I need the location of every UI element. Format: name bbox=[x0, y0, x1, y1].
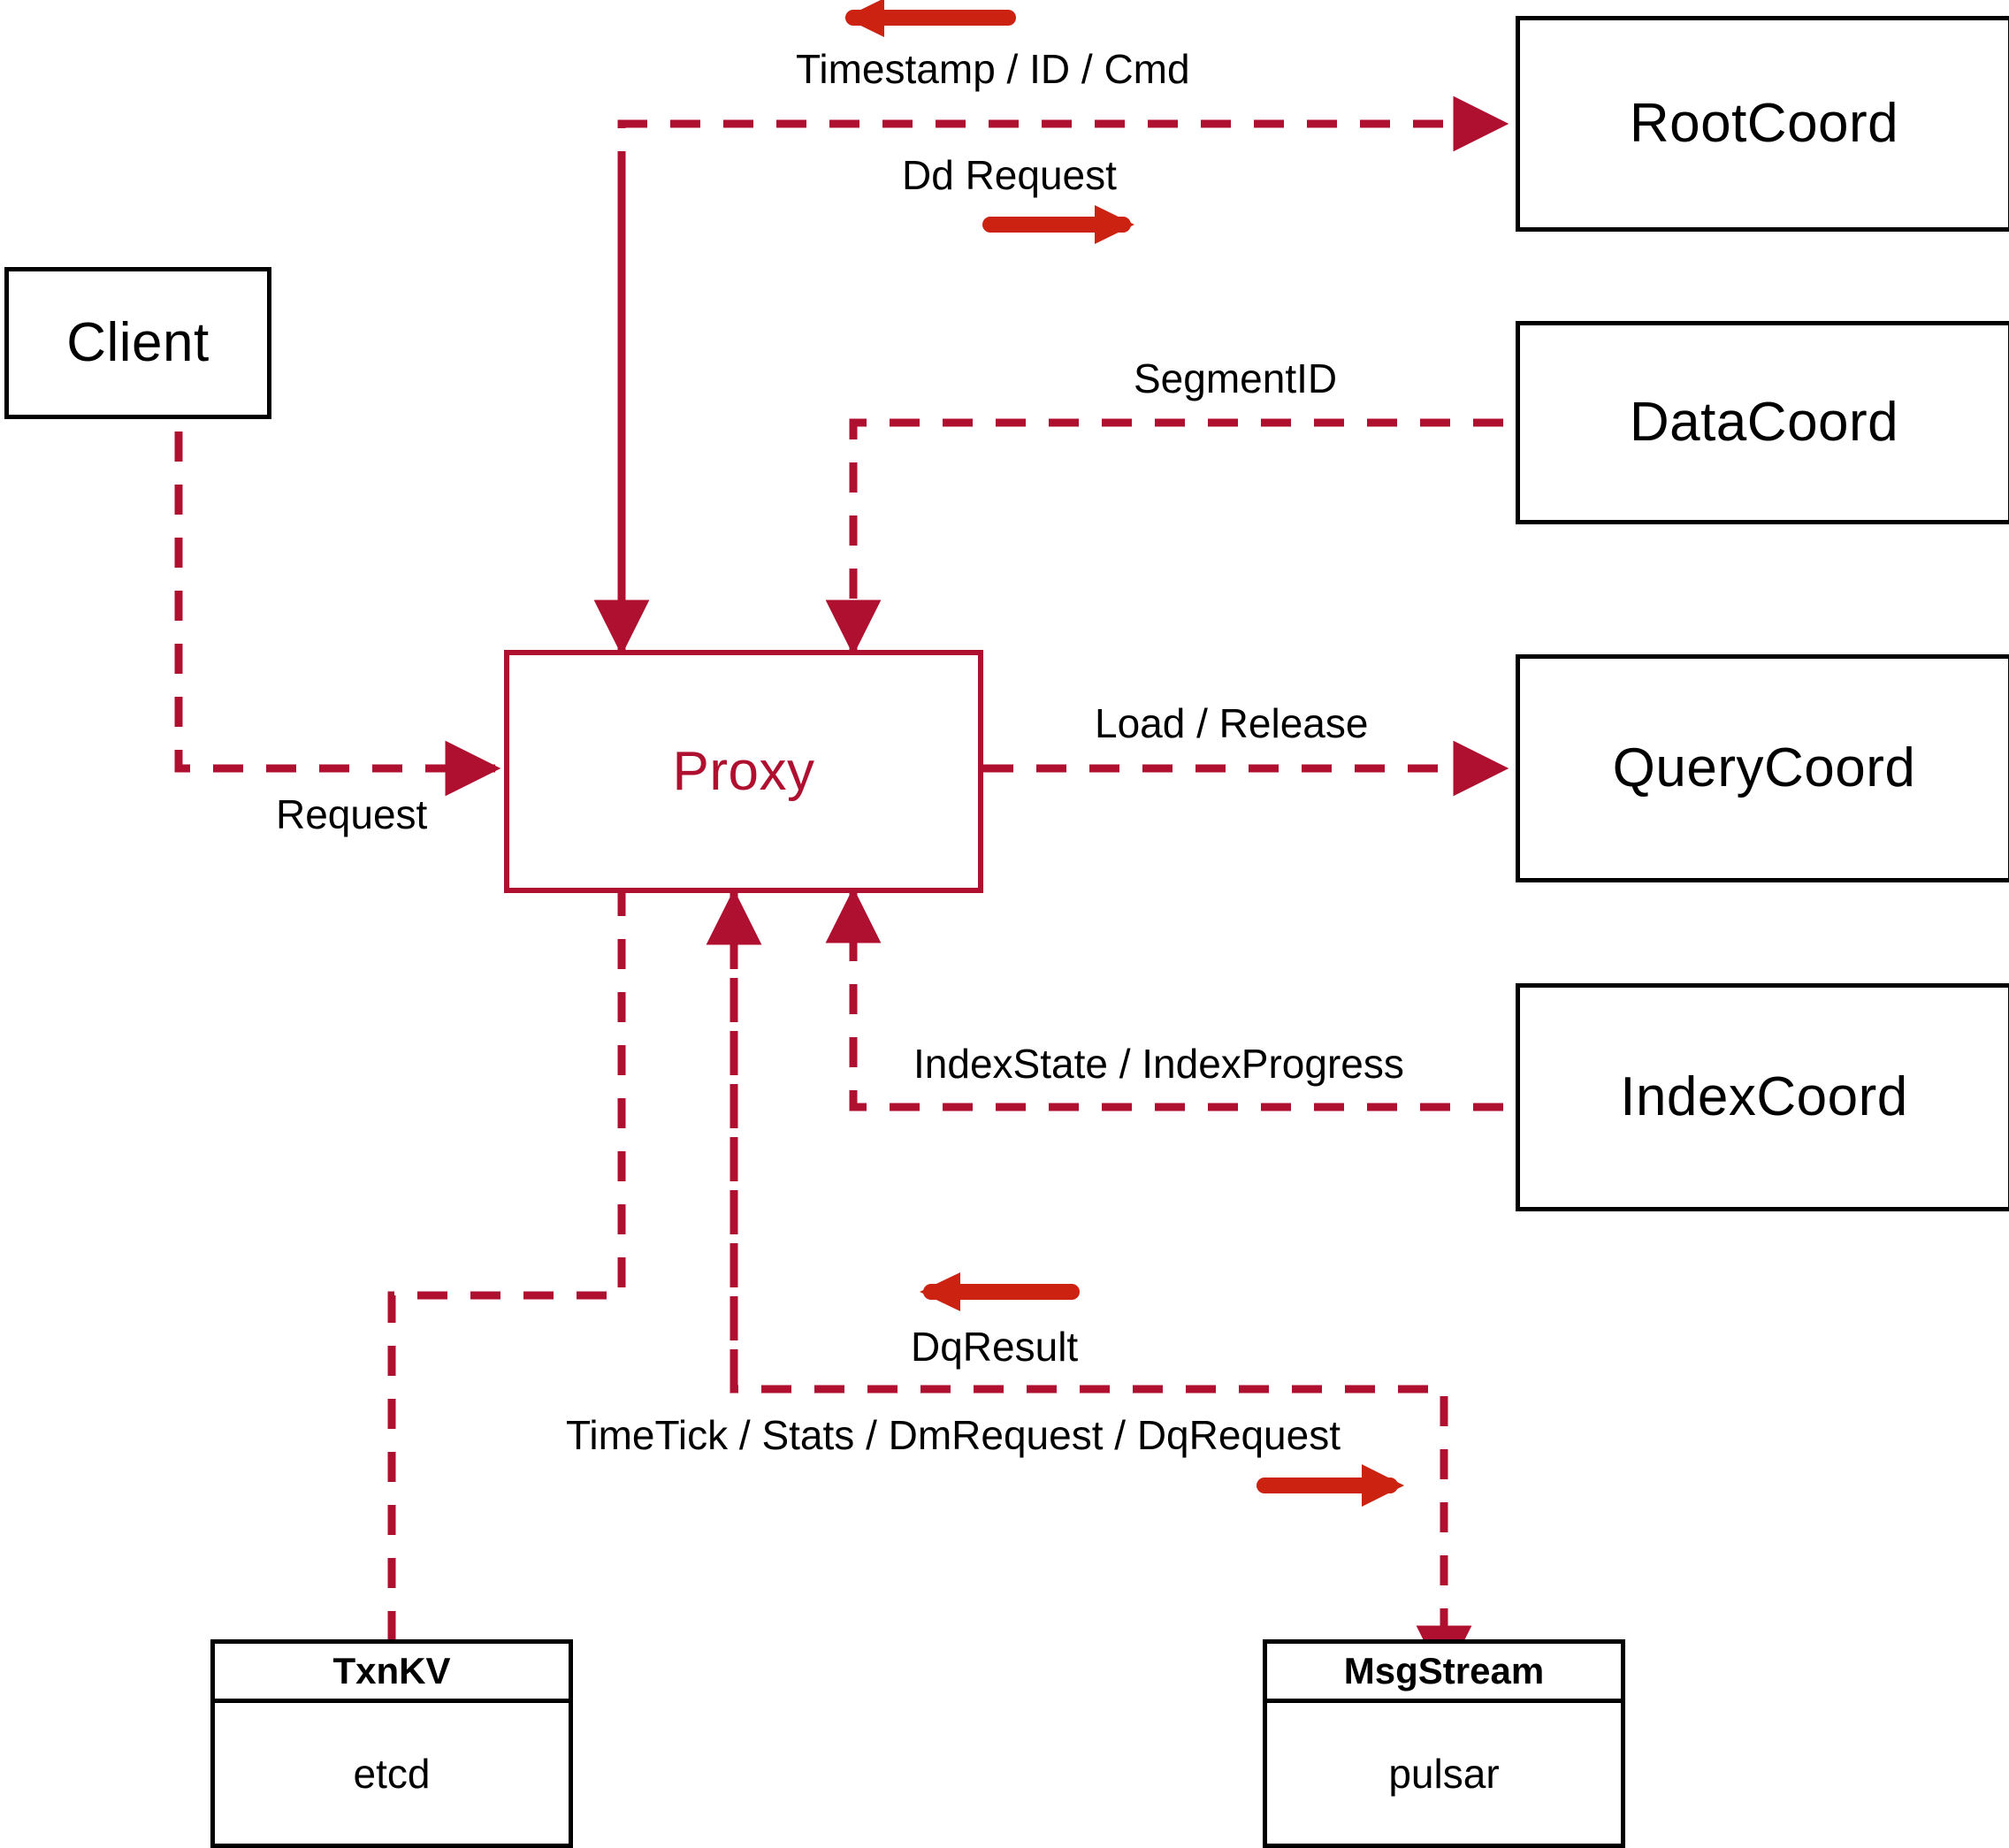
solid-arrow-timetick-right bbox=[1257, 1464, 1404, 1507]
node-proxy-label: Proxy bbox=[672, 740, 815, 802]
node-query-coord-label: QueryCoord bbox=[1612, 737, 1916, 798]
msgstream-value: pulsar bbox=[1388, 1750, 1500, 1797]
solid-arrow-timestamp-left bbox=[844, 0, 1016, 37]
edge-label-timetick-stats: TimeTick / Stats / DmRequest / DqRequest bbox=[566, 1412, 1341, 1458]
edge-label-dq-result: DqResult bbox=[911, 1324, 1079, 1370]
edge-proxy-to-txnkv bbox=[387, 886, 626, 1684]
msgstream-header: MsgStream bbox=[1267, 1644, 1621, 1703]
edge-label-dd-request: Dd Request bbox=[902, 152, 1117, 198]
node-proxy[interactable]: Proxy bbox=[504, 650, 983, 893]
node-index-coord-label: IndexCoord bbox=[1620, 1066, 1908, 1127]
edge-datacoord-segmentid bbox=[825, 418, 1503, 656]
edge-label-segment-id: SegmentID bbox=[1134, 355, 1338, 401]
node-index-coord[interactable]: IndexCoord bbox=[1516, 983, 2009, 1211]
node-root-coord[interactable]: RootCoord bbox=[1516, 16, 2009, 232]
edge-label-index-state-progress: IndexState / IndexProgress bbox=[913, 1041, 1404, 1087]
edge-indexcoord-state-progress bbox=[825, 887, 1503, 1111]
node-msgstream[interactable]: MsgStream pulsar bbox=[1263, 1639, 1625, 1848]
edge-label-load-release: Load / Release bbox=[1095, 700, 1369, 746]
edge-client-request bbox=[174, 378, 501, 797]
edge-rootcoord-outbound bbox=[617, 95, 1509, 659]
msgstream-body: pulsar bbox=[1267, 1703, 1621, 1844]
msgstream-title: MsgStream bbox=[1343, 1650, 1545, 1691]
txnkv-header: TxnKV bbox=[215, 1644, 569, 1703]
solid-arrow-dqresult-left bbox=[920, 1272, 1080, 1311]
node-data-coord[interactable]: DataCoord bbox=[1516, 321, 2009, 524]
node-client[interactable]: Client bbox=[4, 267, 271, 419]
node-txnkv[interactable]: TxnKV etcd bbox=[210, 1639, 573, 1848]
txnkv-title: TxnKV bbox=[332, 1650, 451, 1691]
node-client-label: Client bbox=[66, 312, 210, 373]
node-data-coord-label: DataCoord bbox=[1629, 392, 1899, 453]
node-root-coord-label: RootCoord bbox=[1629, 93, 1899, 154]
edge-label-timestamp-id-cmd: Timestamp / ID / Cmd bbox=[796, 46, 1190, 92]
edge-proxy-to-msgstream bbox=[730, 886, 1472, 1682]
txnkv-value: etcd bbox=[353, 1750, 431, 1797]
solid-arrow-dd-request-right bbox=[982, 205, 1134, 244]
txnkv-body: etcd bbox=[215, 1703, 569, 1844]
node-query-coord[interactable]: QueryCoord bbox=[1516, 654, 2009, 882]
edge-label-request: Request bbox=[276, 791, 428, 837]
